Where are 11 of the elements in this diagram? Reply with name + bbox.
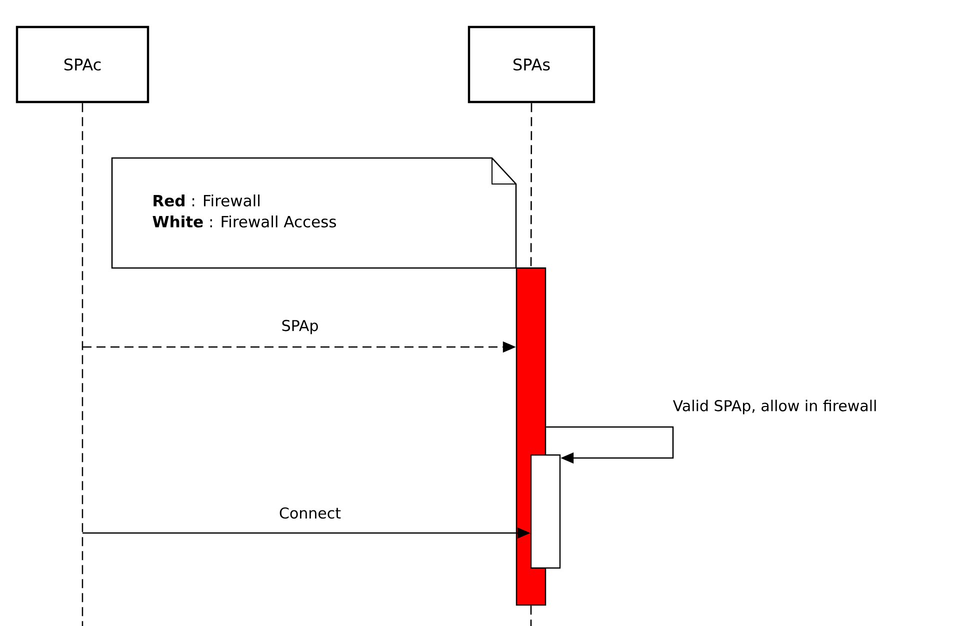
lifeline bbox=[530, 103, 532, 268]
participant-box: SPAc bbox=[16, 26, 150, 104]
activation-bar bbox=[530, 454, 561, 569]
message-arrow bbox=[546, 426, 674, 464]
message-label: Connect bbox=[278, 506, 342, 520]
lifeline bbox=[530, 606, 532, 626]
note-box: Red : Firewall White : Firewall Access bbox=[111, 157, 517, 269]
message-label: Valid SPAp, allow in firewall bbox=[672, 398, 878, 416]
participant-box: SPAs bbox=[468, 26, 596, 104]
message-label: SPAp bbox=[280, 318, 320, 336]
lifeline bbox=[82, 103, 84, 626]
